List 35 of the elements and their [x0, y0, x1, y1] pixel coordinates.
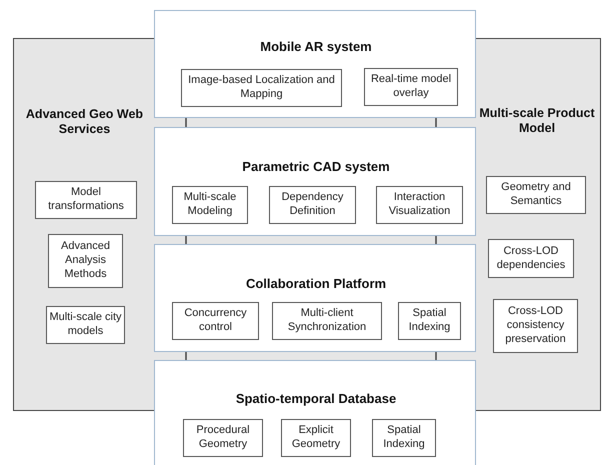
component-box: Multi-client Synchronization: [272, 302, 382, 340]
group-heading: Multi-scale Product Model: [478, 106, 596, 136]
component-box: Procedural Geometry: [183, 419, 263, 457]
component-box: Real-time model overlay: [364, 68, 458, 106]
layer-title: Parametric CAD system: [241, 159, 391, 175]
connector-line: [435, 236, 437, 244]
component-box: Concurrency control: [172, 302, 259, 340]
layer-panel: [154, 244, 476, 352]
side-panel: [13, 38, 154, 411]
layer-panel: [154, 10, 476, 118]
component-box: Spatial Indexing: [372, 419, 436, 457]
component-box: Dependency Definition: [269, 186, 356, 224]
connector-line: [435, 118, 437, 127]
connector-line: [435, 352, 437, 360]
layer-title: Spatio-temporal Database: [234, 391, 398, 407]
component-box: Model transformations: [35, 181, 137, 219]
component-box: Cross-LOD dependencies: [488, 239, 574, 278]
side-panel: [476, 38, 601, 411]
component-box: Cross-LOD consistency preservation: [493, 299, 578, 353]
group-heading: Advanced Geo Web Services: [24, 107, 144, 137]
layer-title: Collaboration Platform: [244, 276, 388, 292]
component-box: Multi-scale city models: [46, 306, 125, 344]
component-box: Advanced Analysis Methods: [48, 234, 123, 288]
layer-panel: [154, 127, 476, 236]
component-box: Spatial Indexing: [398, 302, 461, 340]
layer-panel: [154, 360, 476, 465]
component-box: Multi-scale Modeling: [172, 186, 248, 224]
component-box: Geometry and Semantics: [486, 176, 586, 214]
connector-line: [185, 118, 187, 127]
component-box: Interaction Visualization: [376, 186, 463, 224]
layer-title: Mobile AR system: [259, 39, 373, 55]
connector-line: [185, 236, 187, 244]
component-box: Explicit Geometry: [281, 419, 351, 457]
component-box: Image-based Localization and Mapping: [181, 69, 342, 107]
connector-line: [185, 352, 187, 360]
